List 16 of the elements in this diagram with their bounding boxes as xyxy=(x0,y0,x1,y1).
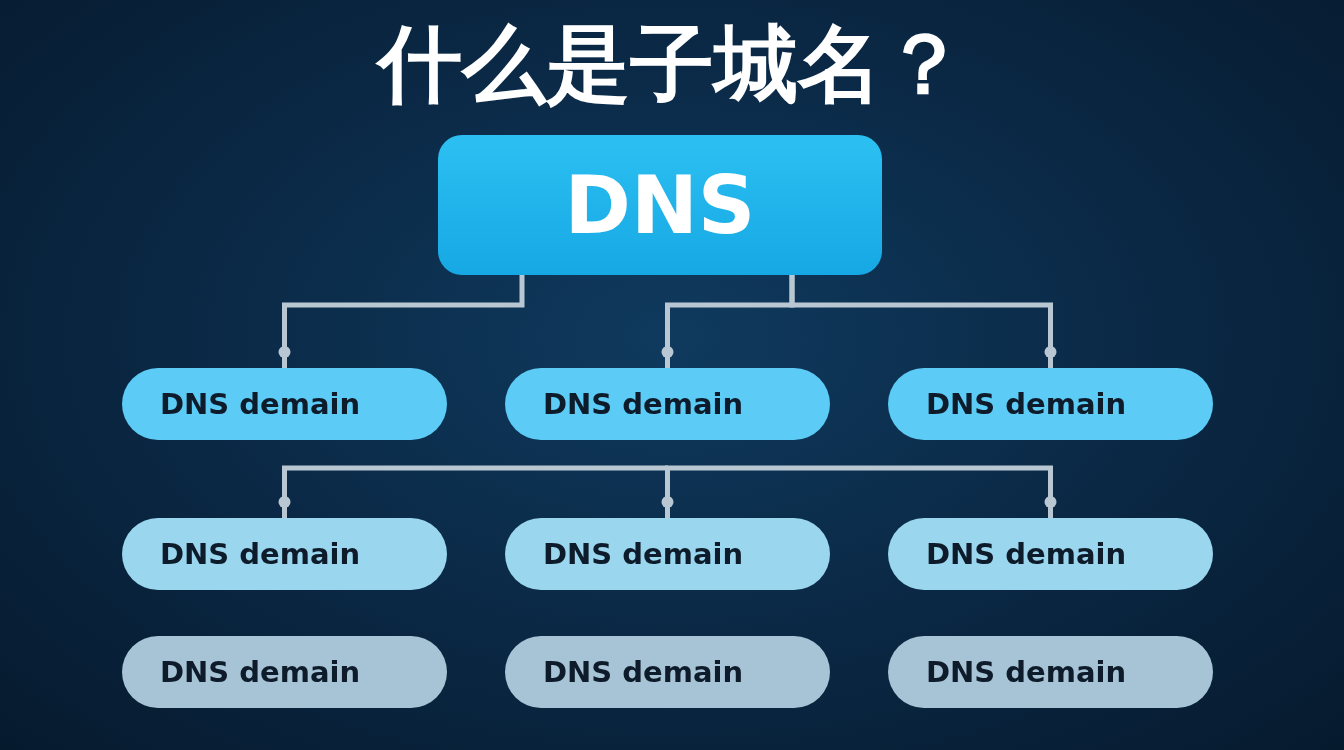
domain-pill: DNS demain xyxy=(505,636,830,708)
connector-line xyxy=(278,465,668,518)
domain-pill: DNS demain xyxy=(505,518,830,590)
connector-line xyxy=(789,275,1057,368)
domain-pill: DNS demain xyxy=(888,636,1213,708)
domain-pill: DNS demain xyxy=(122,368,447,440)
title: 什么是子城名？ xyxy=(0,8,1344,122)
domain-pill: DNS demain xyxy=(888,368,1213,440)
domain-pill: DNS demain xyxy=(122,636,447,708)
domain-pill: DNS demain xyxy=(505,368,830,440)
domain-pill: DNS demain xyxy=(122,518,447,590)
root-box: DNS xyxy=(438,135,882,275)
connector-line xyxy=(278,275,525,368)
connector-line xyxy=(668,465,1057,518)
connector-line xyxy=(661,465,674,518)
domain-pill: DNS demain xyxy=(888,518,1213,590)
